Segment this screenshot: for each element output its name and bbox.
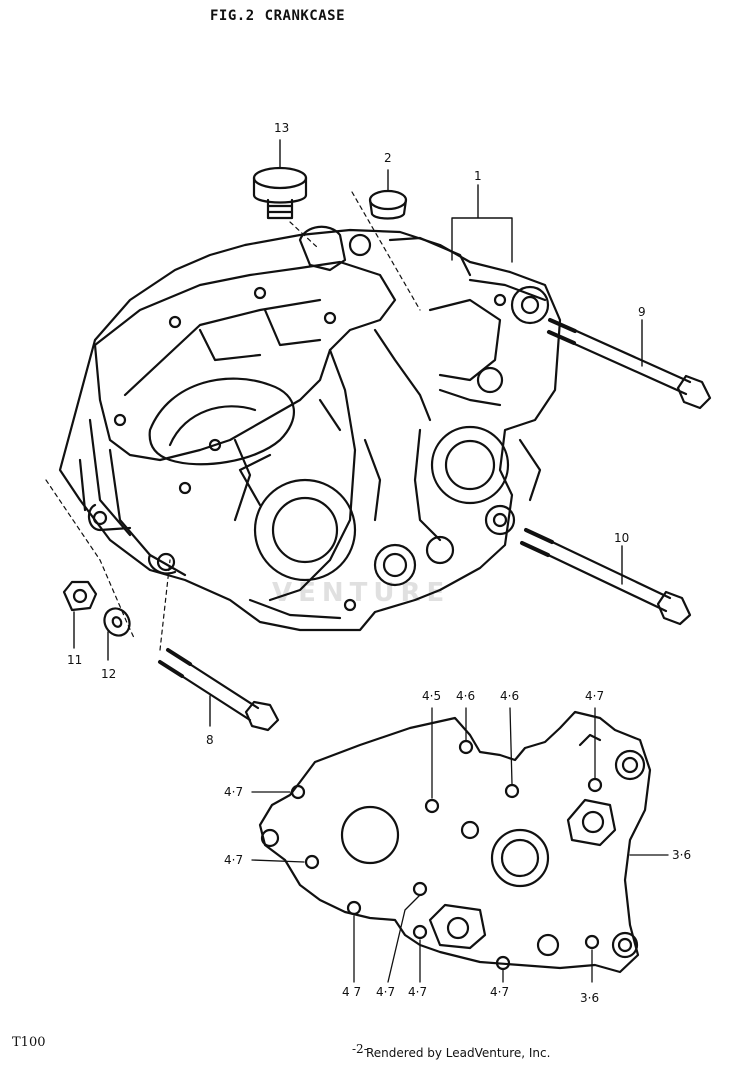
bolt-size-leaders <box>251 707 669 983</box>
label-part-2: 2 <box>384 151 392 165</box>
model-code: T100 <box>12 1035 46 1050</box>
crankcase-outline <box>58 228 562 632</box>
label-bolt-right-1: 3·6 <box>672 848 691 862</box>
case-face-outline <box>258 710 652 974</box>
label-bolt-bottom-4: 4·7 <box>490 985 509 999</box>
figure-title: FIG.2 CRANKCASE <box>210 8 355 24</box>
right-bearing-inner <box>444 439 496 491</box>
main-bearing-inner <box>271 496 339 564</box>
right-bearing-outer <box>430 425 510 505</box>
leader-1 <box>451 184 513 263</box>
dowel-pin <box>368 189 408 220</box>
figure-name: CRANKCASE <box>264 8 346 24</box>
label-part-1: 1 <box>474 169 482 183</box>
label-bolt-left-1: 4·7 <box>224 785 243 799</box>
bolt-9 <box>546 318 712 410</box>
label-part-8: 8 <box>206 733 214 747</box>
nut-11 <box>62 580 98 612</box>
label-part-13: 13 <box>274 121 289 135</box>
label-bolt-top-3: 4·6 <box>500 689 519 703</box>
bolt-10 <box>520 528 692 626</box>
label-part-12: 12 <box>101 667 116 681</box>
figure-number: FIG.2 <box>210 8 255 24</box>
label-bolt-bottom-5: 3·6 <box>580 991 599 1005</box>
crankcase-face-diagram <box>258 710 652 974</box>
main-bearing-outer <box>253 478 357 582</box>
watermark: VENTURE <box>272 578 451 608</box>
bolt-8 <box>158 648 280 732</box>
label-bolt-top-2: 4·6 <box>456 689 475 703</box>
label-part-9: 9 <box>638 305 646 319</box>
label-part-10: 10 <box>614 531 629 545</box>
crankcase-assembly <box>58 225 562 632</box>
label-bolt-bottom-2: 4·7 <box>376 985 395 999</box>
filler-cap <box>252 166 308 220</box>
label-bolt-top-4: 4·7 <box>585 689 604 703</box>
label-bolt-bottom-3: 4·7 <box>408 985 427 999</box>
label-part-11: 11 <box>67 653 82 667</box>
cylinder-bore <box>148 377 295 466</box>
washer-12 <box>103 607 131 637</box>
page-number: -2- <box>352 1042 368 1056</box>
label-bolt-top-1: 4·5 <box>422 689 441 703</box>
label-bolt-bottom-1: 4 7 <box>342 985 361 999</box>
cylinder-face <box>93 260 397 462</box>
label-bolt-left-2: 4·7 <box>224 853 243 867</box>
render-credit: Rendered by LeadVenture, Inc. <box>366 1046 551 1060</box>
